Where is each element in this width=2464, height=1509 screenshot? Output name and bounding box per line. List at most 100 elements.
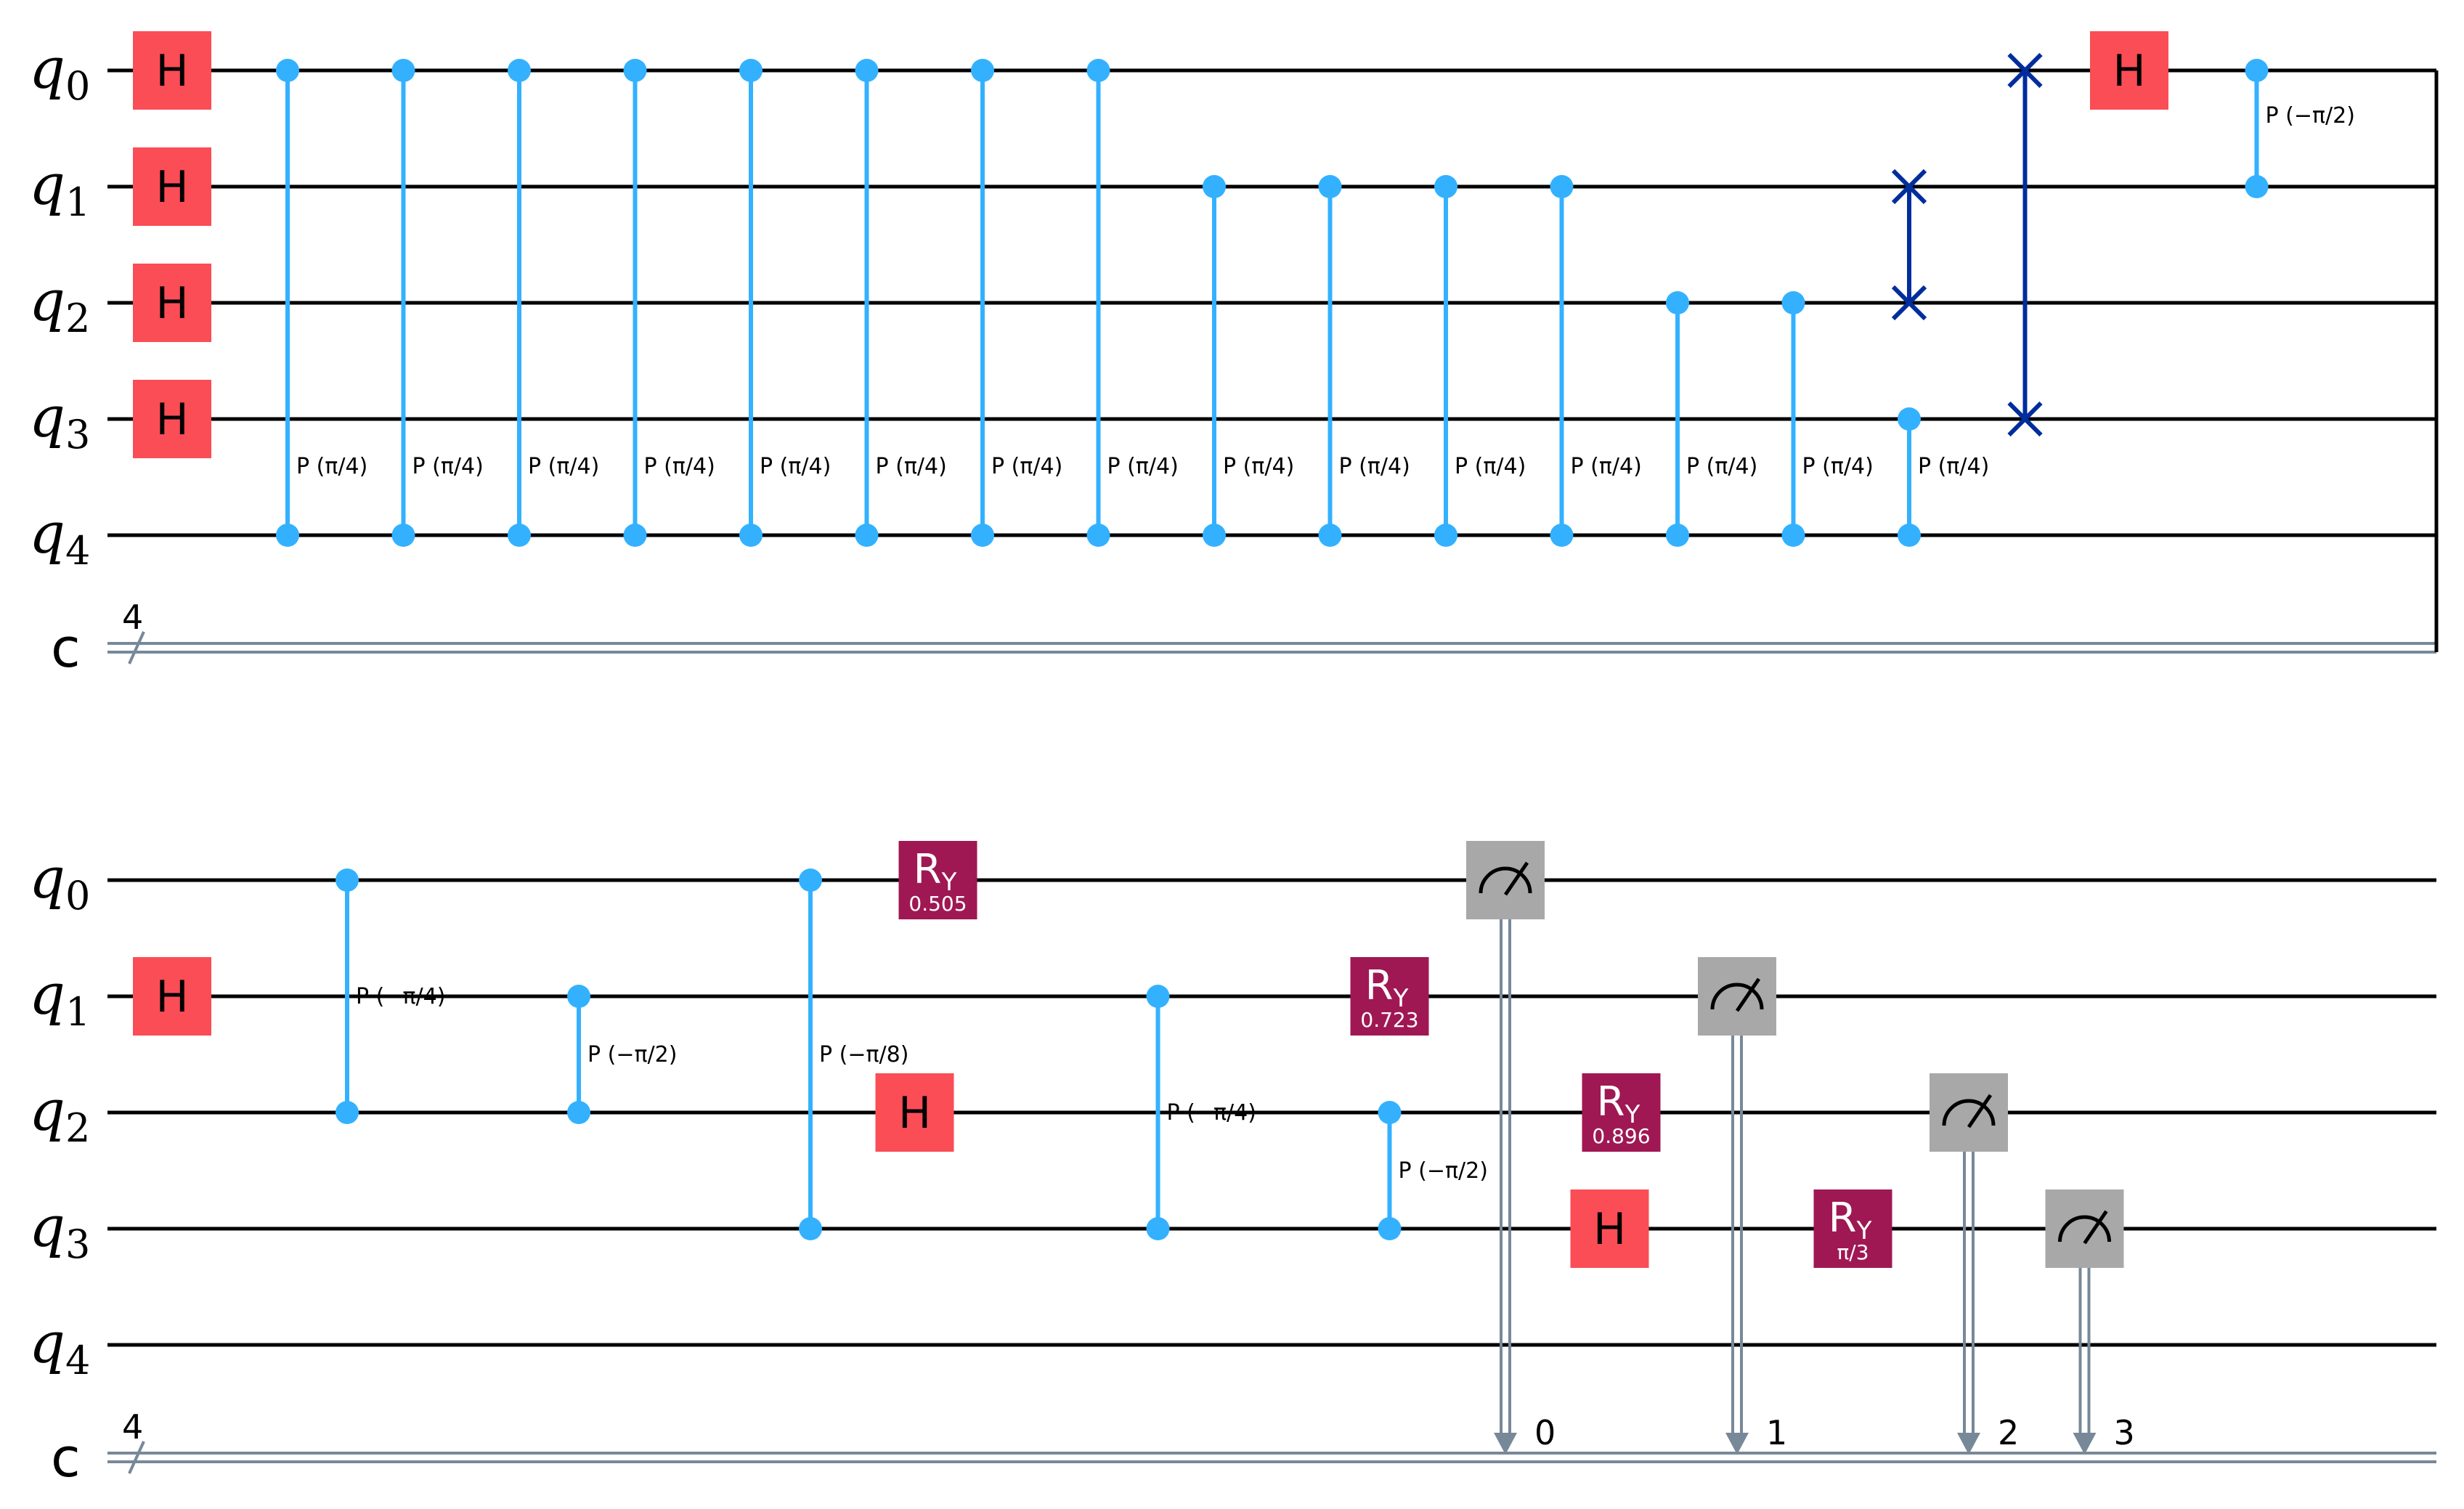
cphase-control-dot — [1434, 175, 1457, 198]
cphase-target-dot — [623, 524, 647, 547]
cphase-target-dot — [1146, 1217, 1170, 1240]
cphase-control-dot — [1898, 407, 1921, 431]
cphase-label: P (π/4) — [412, 454, 484, 479]
cphase-label: P (π/4) — [991, 454, 1062, 479]
cphase-label: P (π/4) — [296, 454, 367, 479]
measure-gate — [2045, 1189, 2124, 1268]
qubit-label: q3 — [29, 385, 90, 457]
cphase-label: P (π/4) — [644, 454, 715, 479]
cphase-control-dot — [799, 869, 822, 892]
meter-arc — [1479, 866, 1532, 894]
cphase-control-dot — [971, 59, 994, 82]
cphase-label: P (−π/8) — [819, 1042, 908, 1067]
qubit-label: q3 — [29, 1195, 90, 1267]
qubit-index: 4 — [65, 1338, 90, 1383]
ry-gate-param: 0.896 — [1592, 1124, 1650, 1148]
h-gate — [133, 264, 211, 342]
classical-label: c — [51, 617, 81, 680]
cphase-control-dot — [1086, 59, 1110, 82]
cphase-label: P (π/4) — [1339, 454, 1410, 479]
qubit-label: q2 — [29, 269, 90, 341]
cphase-label: P (−π/2) — [2266, 103, 2355, 129]
ry-gate — [1813, 1189, 1892, 1268]
h-gate — [133, 380, 211, 458]
cphase-target-dot — [1434, 524, 1457, 547]
qubit-index: 3 — [65, 1221, 90, 1267]
cphase-label: P (π/4) — [1571, 454, 1642, 479]
cphase-target-dot — [1086, 524, 1110, 547]
cphase-target-dot — [1378, 1217, 1402, 1240]
classical-label: c — [51, 1427, 81, 1489]
cphase-target-dot — [1666, 524, 1689, 547]
h-gate-label: H — [2113, 46, 2145, 97]
ry-gate-param: 0.723 — [1360, 1008, 1418, 1032]
cphase-control-dot — [391, 59, 415, 82]
cphase-target-dot — [276, 524, 299, 547]
cphase-label: P (−π/2) — [587, 1042, 677, 1067]
cphase-target-dot — [1781, 524, 1805, 547]
cphase-label: P (−π/2) — [1399, 1158, 1488, 1184]
measure-bit-label: 3 — [2114, 1413, 2135, 1452]
cphase-target-dot — [1550, 524, 1574, 547]
qubit-label: q2 — [29, 1078, 90, 1151]
meter-arc — [2058, 1215, 2111, 1242]
swap-cross — [2007, 52, 2043, 89]
register-size: 4 — [122, 1407, 143, 1447]
cphase-label: P (π/4) — [876, 454, 947, 479]
cphase-label: P (π/4) — [1107, 454, 1179, 479]
meter-needle — [1503, 861, 1529, 896]
meter-needle — [2083, 1210, 2108, 1245]
h-gate-label: H — [155, 972, 188, 1022]
qubit-index: 4 — [65, 528, 90, 574]
cphase-control-dot — [1781, 291, 1805, 314]
qubit-index: 1 — [65, 179, 90, 225]
qubit-index: 2 — [65, 1105, 90, 1151]
ry-gate-subscript: Y — [1393, 984, 1409, 1013]
swap-cross — [1891, 168, 1927, 205]
cphase-control-dot — [1666, 291, 1689, 314]
ry-gate-param: 0.505 — [908, 892, 967, 916]
h-gate-label: H — [155, 162, 188, 213]
measure-arrowhead — [1494, 1433, 1517, 1455]
cphase-label: P (−π/4) — [356, 984, 445, 1009]
h-gate — [133, 957, 211, 1036]
register-size: 4 — [122, 598, 143, 637]
h-gate — [133, 147, 211, 226]
cphase-label: P (π/4) — [1802, 454, 1874, 479]
cphase-target-dot — [855, 524, 879, 547]
qubit-index: 2 — [65, 296, 90, 341]
meter-arc — [1942, 1099, 1996, 1126]
measure-arrowhead — [1957, 1433, 1980, 1455]
swap-cross — [2007, 401, 2043, 437]
measure-gate — [1698, 957, 1776, 1036]
cphase-control-dot — [1378, 1101, 1402, 1124]
measure-arrowhead — [1725, 1433, 1749, 1455]
cphase-label: P (π/4) — [1455, 454, 1526, 479]
h-gate-label: H — [1593, 1204, 1626, 1255]
cphase-control-dot — [623, 59, 647, 82]
cphase-target-dot — [1898, 524, 1921, 547]
qubit-index: 0 — [65, 873, 90, 919]
h-gate — [133, 31, 211, 110]
ry-gate — [1582, 1073, 1661, 1152]
measure-bit-label: 1 — [1766, 1413, 1787, 1452]
meter-needle — [1967, 1094, 1993, 1128]
ry-gate-subscript: Y — [1625, 1100, 1640, 1129]
cphase-label: P (π/4) — [1918, 454, 1989, 479]
cphase-target-dot — [1318, 524, 1342, 547]
measure-bit-label: 0 — [1534, 1413, 1556, 1452]
h-gate-label: H — [155, 46, 188, 97]
cphase-control-dot — [567, 985, 590, 1008]
cphase-label: P (−π/4) — [1167, 1100, 1256, 1126]
qubit-label: q0 — [29, 846, 90, 919]
cphase-control-dot — [855, 59, 879, 82]
qubit-label: q1 — [29, 152, 90, 225]
cphase-target-dot — [336, 1101, 359, 1124]
qubit-label: q1 — [29, 962, 90, 1035]
qubit-label: q4 — [29, 1311, 90, 1383]
cphase-control-dot — [336, 869, 359, 892]
h-gate — [2090, 31, 2168, 110]
register-slash — [128, 1441, 145, 1474]
